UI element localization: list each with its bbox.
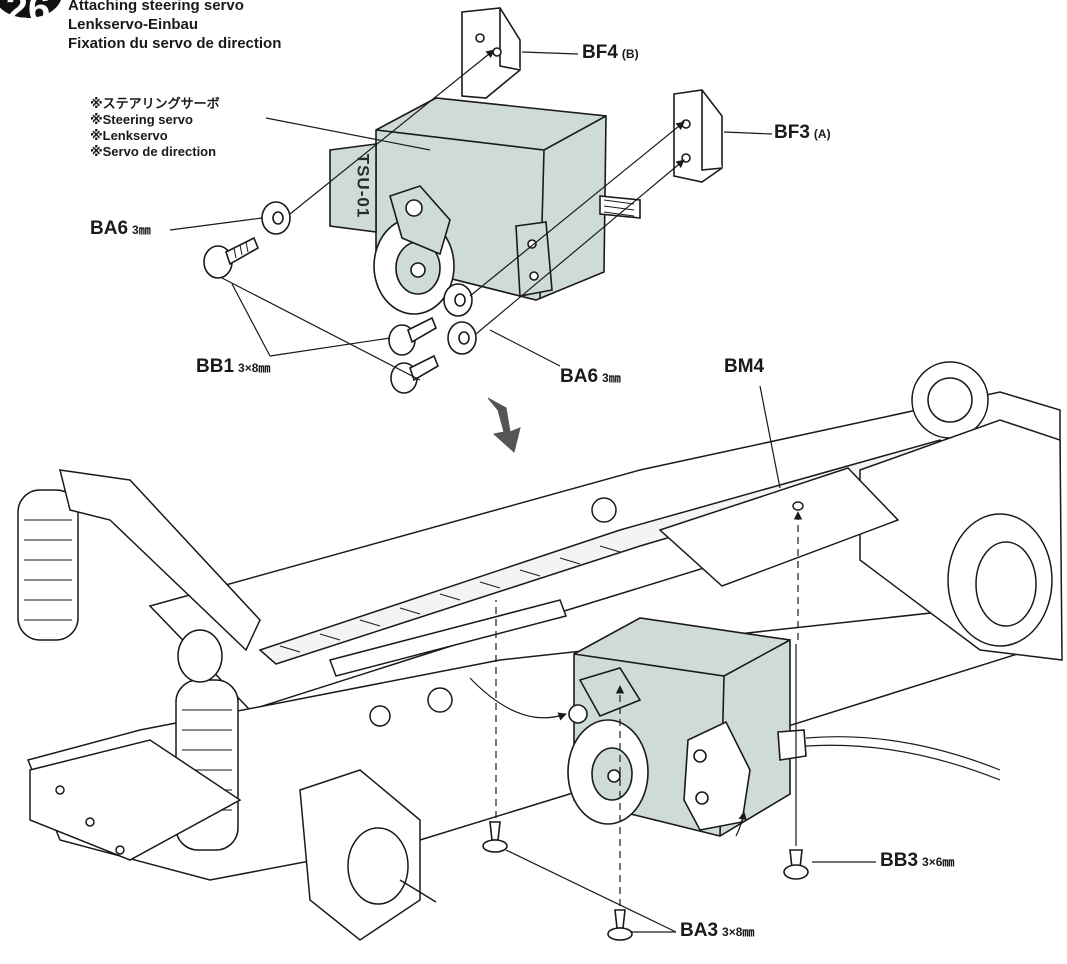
- servo-note-de: ※Lenkservo: [90, 128, 168, 143]
- label-bb1-size: 3×8㎜: [238, 361, 271, 375]
- servo-note-jp: ※ステアリングサーボ: [90, 96, 220, 111]
- servo-note-fr: ※Servo de direction: [90, 144, 217, 159]
- guide-lines-lower: [469, 385, 876, 933]
- steering-servo: [329, 97, 641, 315]
- label-ba3-code: BA3: [680, 920, 719, 941]
- servo-print-label: TSU-01: [353, 153, 373, 219]
- bb1-screw-left: [203, 236, 260, 279]
- label-bb1-code: BB1: [196, 356, 235, 377]
- label-ba6-right-code: BA6: [560, 366, 599, 387]
- title-en: Attaching steering servo: [68, 0, 244, 14]
- label-ba6-left-size: 3㎜: [132, 223, 151, 237]
- label-bf3-code: BF3: [774, 122, 810, 143]
- label-bf4: BF4(B): [582, 42, 639, 64]
- title-de: Lenkservo-Einbau: [68, 16, 199, 33]
- down-arrow: [487, 397, 521, 453]
- title-fr: Fixation du servo de direction: [68, 35, 282, 52]
- label-ba6-left-code: BA6: [90, 218, 129, 239]
- ba6-washer-left: [261, 201, 291, 235]
- label-bb3-code: BB3: [880, 850, 919, 871]
- ba3-screw-middle: [607, 909, 633, 941]
- label-bm4-code: BM4: [724, 356, 765, 377]
- label-bf4-variant: (B): [621, 47, 639, 61]
- label-bf3-variant: (A): [813, 127, 831, 141]
- label-bf3: BF3(A): [774, 122, 831, 144]
- label-ba6-right-size: 3㎜: [602, 371, 621, 385]
- step-titles: Attaching steering servo Lenkservo-Einba…: [68, 0, 281, 53]
- ba6-washers-right: [443, 283, 477, 355]
- installed-servo: [567, 617, 1001, 837]
- label-bm4: BM4: [724, 356, 764, 378]
- bb1-screws-right: [388, 316, 439, 394]
- label-bb3-size: 3×6㎜: [922, 855, 955, 869]
- label-bf4-code: BF4: [582, 42, 618, 63]
- label-ba3-size: 3×8㎜: [722, 925, 755, 939]
- bf3-bracket: [673, 89, 723, 183]
- bb3-screw: [783, 849, 809, 880]
- step-number-badge: 26: [0, 0, 62, 31]
- guide-lines-upper: [169, 49, 773, 381]
- ba3-screw-left: [482, 821, 508, 853]
- chassis: [17, 361, 1063, 941]
- servo-note: ※ステアリングサーボ ※Steering servo ※Lenkservo ※S…: [90, 96, 220, 160]
- servo-note-en: ※Steering servo: [90, 112, 193, 127]
